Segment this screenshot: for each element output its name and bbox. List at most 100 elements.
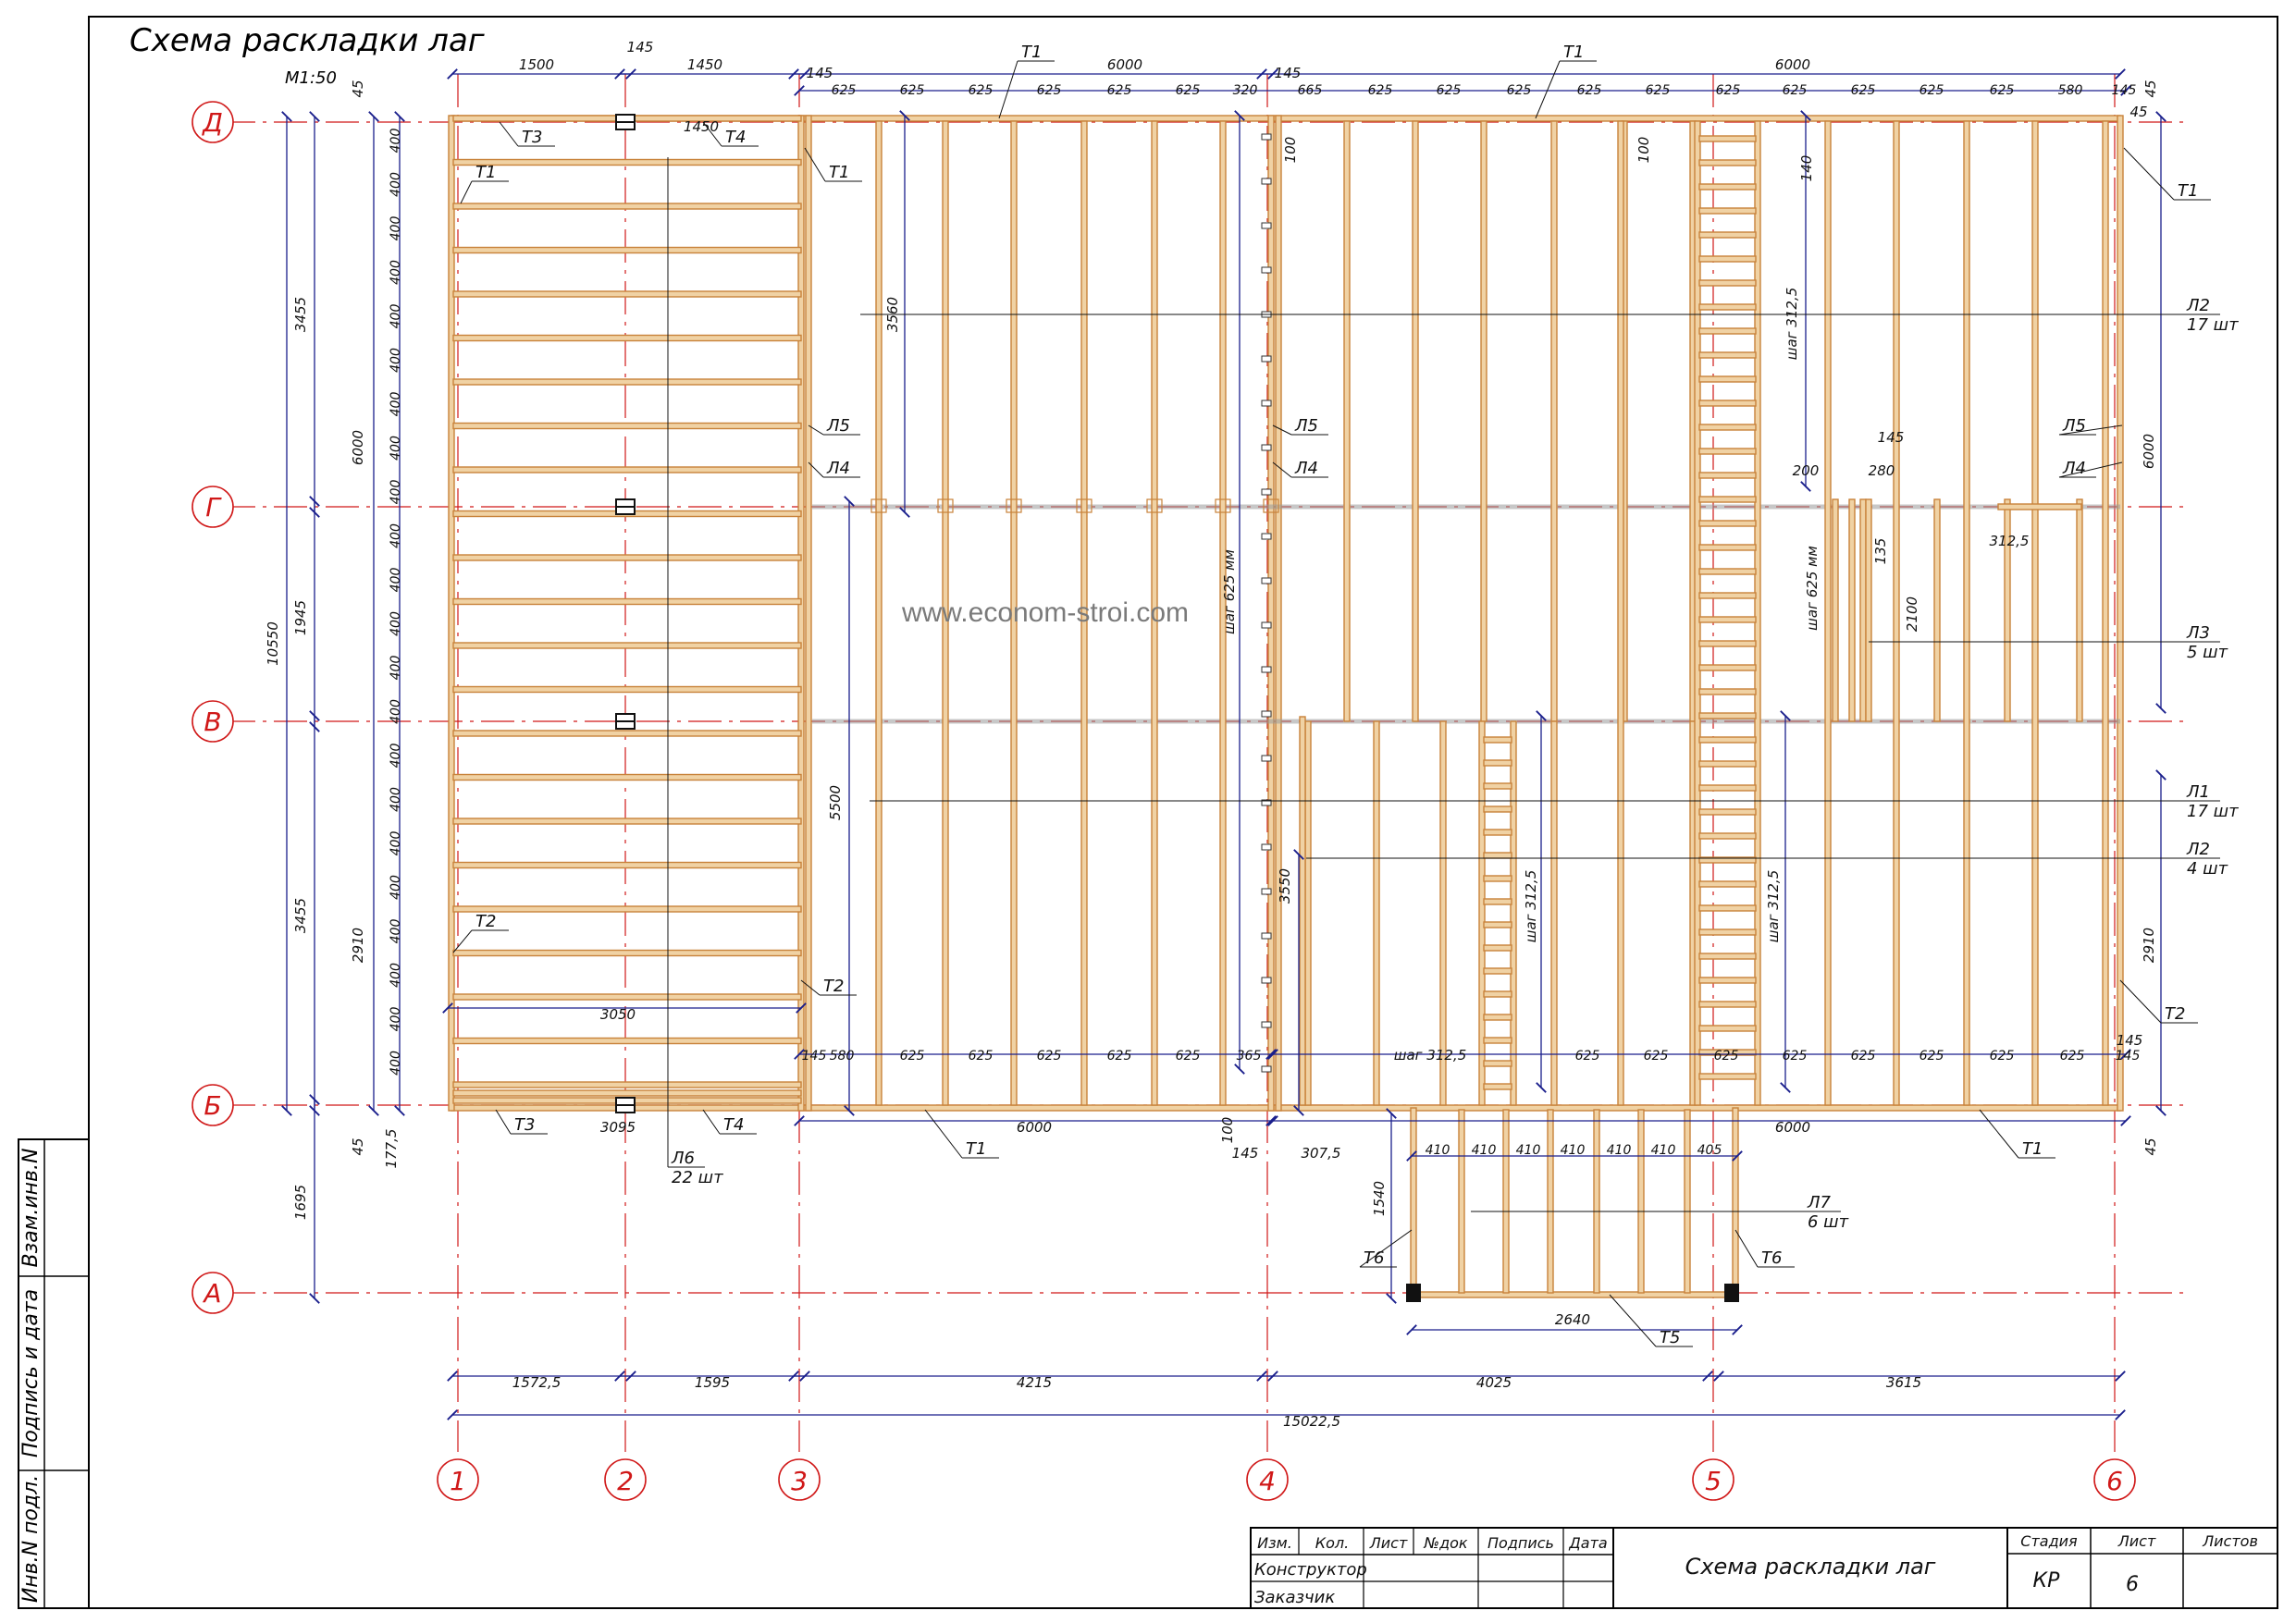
stair-step [1698, 135, 1757, 142]
dim-top-row2: 625 [1037, 83, 1062, 98]
axis-label-row: В [204, 707, 221, 737]
stair-step [1483, 1014, 1512, 1021]
step-labels: шаг 312,5 шаг 625 мм шаг 625 мм шаг 312,… [1221, 288, 1821, 1064]
bearing-block [937, 498, 954, 513]
stair-step [1698, 544, 1757, 551]
post-marker [1261, 133, 1272, 141]
post-marker [1261, 400, 1272, 407]
post-marker [1261, 932, 1272, 940]
dim-left-2910: 2910 [350, 928, 366, 963]
dim-top-row2: 625 [1176, 83, 1201, 98]
stair-step [1698, 327, 1757, 335]
dim-145-right: 145 [2117, 1032, 2143, 1049]
dim-400: 400 [389, 831, 403, 856]
bearing-block [1146, 498, 1163, 513]
leader-line [998, 60, 1018, 119]
dim-bottom-row: 580 [830, 1049, 855, 1064]
dim-45-right: 45 [2142, 1137, 2159, 1155]
porch-joist-l7 [1502, 1109, 1510, 1294]
axis-bubble-col [2093, 1458, 2136, 1501]
strapping-beam-bottom [451, 1104, 2121, 1112]
stair-step [1698, 760, 1757, 768]
dim-top-row2: 580 [2058, 83, 2083, 98]
dim-bottom-3615: 3615 [1886, 1374, 1921, 1391]
element-label: Т6 [1364, 1248, 1384, 1268]
porch-joist-l7 [1547, 1109, 1554, 1294]
opening-header [1997, 503, 2082, 510]
dim-5500: 5500 [827, 785, 844, 820]
dim-porch: 410 [1651, 1143, 1676, 1158]
dim-top-row2: 625 [832, 83, 857, 98]
porch-joist-l7 [1684, 1109, 1691, 1294]
element-count: 17 шт [2187, 315, 2239, 335]
dim-bottom-row: 625 [1644, 1049, 1669, 1064]
dim-top-row2: 625 [1783, 83, 1808, 98]
dim-top-row2: 625 [1716, 83, 1741, 98]
dim-total: 15022,5 [1283, 1413, 1340, 1430]
stair-stringer [1510, 720, 1517, 1106]
bearing-block [870, 498, 887, 513]
dim-6000-bottom-a: 6000 [1017, 1119, 1052, 1136]
joist-l6 [452, 422, 802, 430]
stair-step [1698, 400, 1757, 407]
stair-step [1698, 904, 1757, 912]
element-label: Т2 [475, 912, 496, 931]
leader-line [1272, 461, 1292, 478]
dim-top-6000a: 6000 [1107, 56, 1142, 73]
stair-step [1698, 856, 1757, 864]
element-label: Т1 [2022, 1139, 2043, 1159]
element-label: Л1 [2186, 782, 2210, 802]
joist-l1-right [2031, 120, 2039, 1106]
post-marker [1261, 488, 1272, 496]
axis-bubble-col [437, 1458, 479, 1501]
dim-top-row2: 625 [1368, 83, 1393, 98]
dim-left-10550: 10550 [265, 621, 281, 666]
leader-line [460, 180, 473, 204]
dim-400: 400 [389, 392, 403, 417]
drawing-title: Схема раскладки лаг [130, 22, 486, 59]
dim-400: 400 [389, 129, 403, 154]
joist-l2 [1550, 120, 1558, 722]
dim-bottom-row: 145 [2116, 1049, 2141, 1064]
stair-step [1698, 953, 1757, 960]
stair-step [1698, 1001, 1757, 1008]
dim-400: 400 [389, 436, 403, 461]
dim-1450-inner: 1450 [684, 118, 719, 135]
leader-line [499, 121, 519, 147]
element-label: Л3 [2186, 623, 2210, 643]
stair-step [1698, 712, 1757, 719]
stair-step [1483, 829, 1512, 836]
dim-400: 400 [389, 787, 403, 812]
post-marker [1261, 178, 1272, 185]
tb-sheets-header: Листов [2202, 1532, 2258, 1550]
stair-step [1483, 759, 1512, 767]
dim-top-145c: 145 [1275, 65, 1302, 81]
step-label-upper-right: шаг 312,5 [1784, 288, 1800, 361]
joist-l6 [452, 949, 802, 957]
post-marker [1261, 888, 1272, 895]
axis-label-col: 2 [617, 1466, 634, 1496]
element-label: Л2 [2186, 296, 2210, 315]
strapping-beam-axis4 [1267, 115, 1275, 1112]
axis-bubble-row [191, 1084, 234, 1126]
dim-1540: 1540 [1371, 1181, 1388, 1216]
joist-l6 [452, 378, 802, 386]
stair-step [1698, 592, 1757, 599]
tb-header-change: Изм. [1257, 1534, 1292, 1552]
stair-step [1698, 808, 1757, 816]
leader-line [800, 979, 821, 996]
joist-l6 [452, 861, 802, 869]
joist-l2-short [1373, 720, 1380, 1106]
bearing-block [1263, 498, 1279, 513]
dim-400: 400 [389, 919, 403, 944]
joist-l2-short [1304, 720, 1312, 1106]
joist-l1 [1550, 720, 1558, 1106]
leader-line [452, 929, 473, 953]
stair-step [1483, 805, 1512, 813]
dim-top-row2: 625 [1437, 83, 1462, 98]
tb-header-signature: Подпись [1487, 1534, 1554, 1552]
opening-joist [1865, 498, 1872, 722]
title-block: Изм. Кол. Лист №док Подпись Дата Констру… [1250, 1527, 2278, 1609]
leader-line [924, 1109, 963, 1159]
dim-bottom-row: 625 [1037, 1049, 1062, 1064]
